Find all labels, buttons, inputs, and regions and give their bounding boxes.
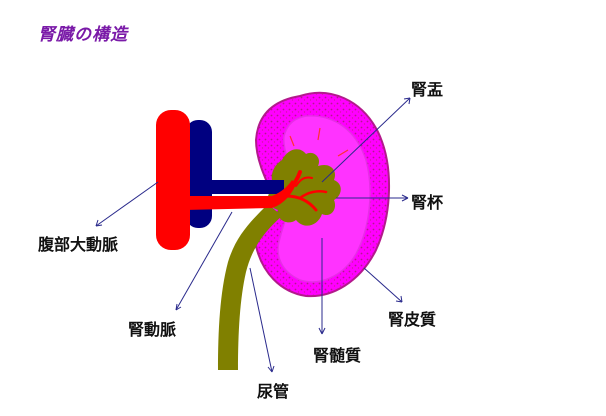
leader-renal-artery <box>175 211 233 311</box>
aorta-shape <box>156 110 190 250</box>
diagram-title: 腎臓の構造 <box>38 25 128 45</box>
cortex-vessels <box>289 127 349 157</box>
label-renal-medulla: 腎髄質 <box>313 346 362 365</box>
renal-pelvis-shape <box>267 149 341 226</box>
label-renal-pelvis: 腎盂 <box>411 80 444 99</box>
renal-artery-shape <box>184 180 296 210</box>
leader-aorta <box>95 181 159 227</box>
leader-cortex <box>363 267 403 303</box>
leader-ureter <box>249 267 273 373</box>
renal-vein-shape <box>200 180 284 194</box>
leader-renal-pelvis <box>321 97 411 183</box>
label-renal-artery: 腎動脈 <box>128 320 177 339</box>
label-abdominal-aorta: 腹部大動脈 <box>38 235 119 254</box>
label-renal-cortex: 腎皮質 <box>388 310 437 329</box>
leader-lines <box>95 97 411 373</box>
label-renal-calyx: 腎杯 <box>411 193 444 212</box>
artery-branches <box>268 170 328 212</box>
ureter-shape <box>218 204 282 370</box>
label-ureter: 尿管 <box>257 382 290 401</box>
